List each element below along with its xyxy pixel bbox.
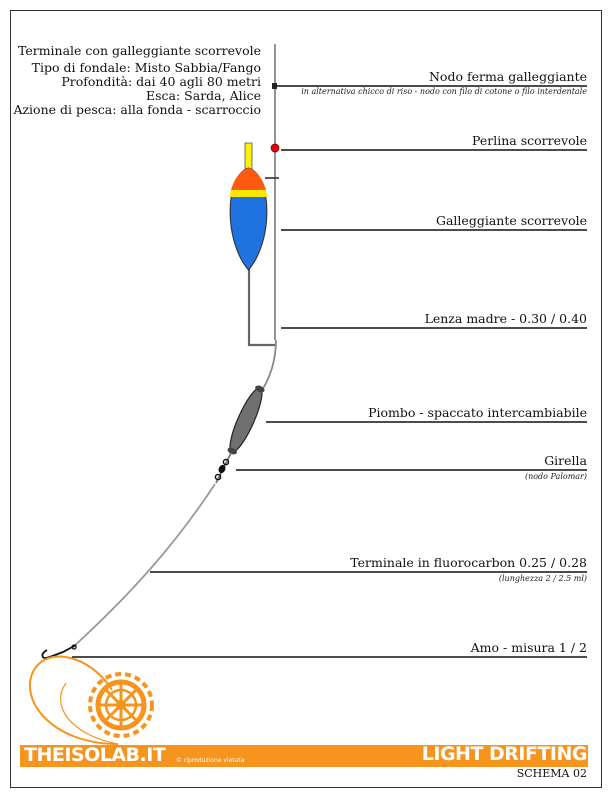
hook xyxy=(41,644,77,659)
info-title: Terminale con galleggiante scorrevole xyxy=(17,43,261,58)
diagram-title: LIGHT DRIFTING xyxy=(421,743,588,765)
leader-line xyxy=(71,483,216,649)
float-antenna xyxy=(244,142,253,171)
stopper-knot xyxy=(272,83,277,89)
label-piombo: Piombo - spaccato intercambiabile xyxy=(368,405,587,420)
float-stem xyxy=(247,262,275,347)
float-band xyxy=(229,190,268,197)
page-frame xyxy=(10,10,602,788)
info-profondita: Profondità: dai 40 agli 80 metri xyxy=(61,74,261,89)
schema-number: SCHEMA 02 xyxy=(516,767,587,780)
bead xyxy=(270,143,280,153)
label-nodo: Nodo ferma galleggiante xyxy=(428,69,587,84)
swivel xyxy=(214,452,232,484)
brand-name: THEISOLAB.IT xyxy=(24,744,166,766)
float-top xyxy=(231,168,266,190)
leader-lines xyxy=(72,85,587,658)
float xyxy=(229,142,268,271)
info-azione: Azione di pesca: alla fonda - scarroccio xyxy=(13,102,261,117)
label-girella-sub: (nodo Palomar) xyxy=(524,472,587,481)
label-galleggiante: Galleggiante scorrevole xyxy=(435,213,587,228)
logo-wheel-icon xyxy=(28,655,154,745)
label-lenza: Lenza madre - 0.30 / 0.40 xyxy=(424,311,587,326)
label-terminale-sub: (lunghezza 2 / 2.5 ml) xyxy=(498,574,587,583)
info-fondale: Tipo di fondale: Misto Sabbia/Fango xyxy=(31,60,261,75)
copyright-note: © riproduzione vietata xyxy=(176,757,245,764)
label-amo: Amo - misura 1 / 2 xyxy=(470,640,587,655)
info-esca: Esca: Sarda, Alice xyxy=(146,88,261,103)
sinker xyxy=(227,385,265,455)
label-nodo-sub: in alternativa chicco di riso - nodo con… xyxy=(301,87,587,96)
footer-bar xyxy=(20,745,588,767)
line-to-sinker xyxy=(261,339,277,391)
label-girella: Girella xyxy=(544,453,587,468)
label-terminale: Terminale in fluorocarbon 0.25 / 0.28 xyxy=(350,555,587,570)
label-perlina: Perlina scorrevole xyxy=(472,133,587,148)
